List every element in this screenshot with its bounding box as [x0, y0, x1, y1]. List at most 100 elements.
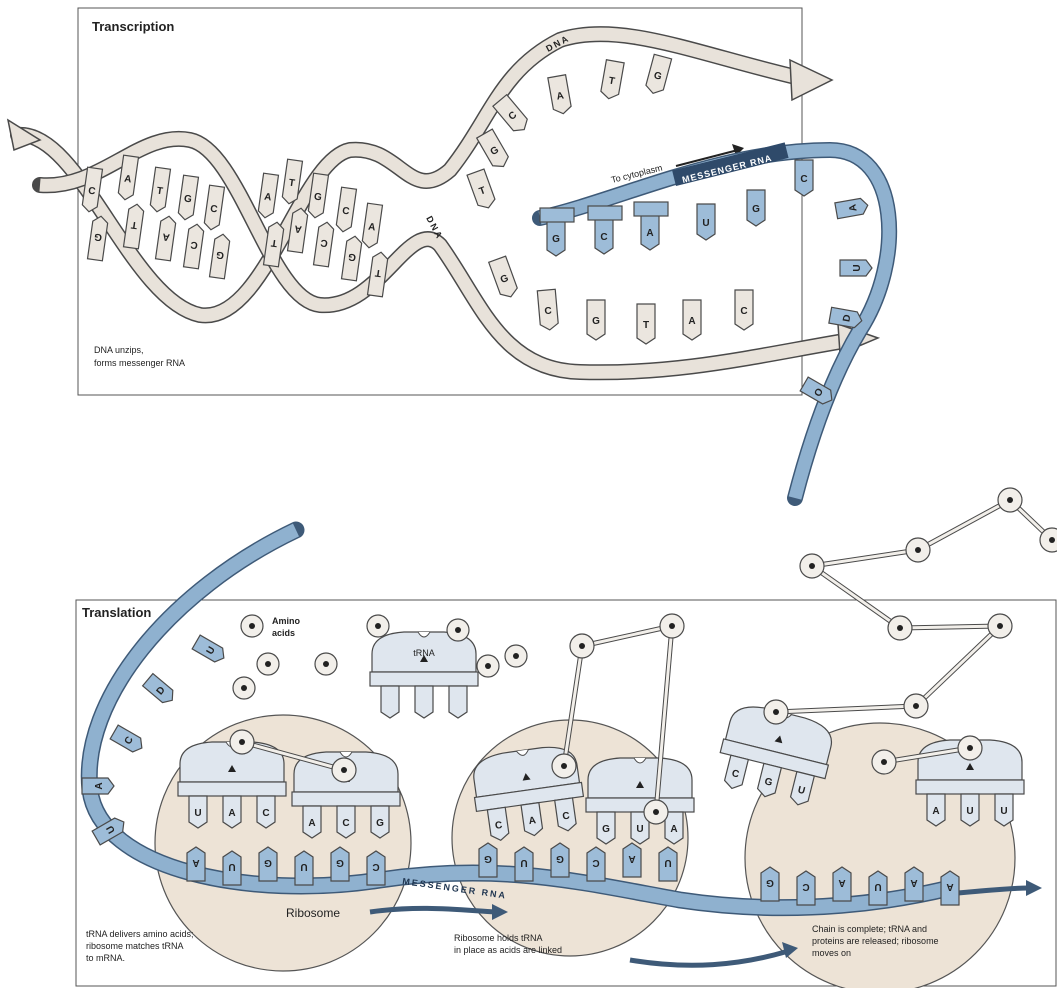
helix-base-bottom-letter: A [294, 223, 303, 235]
mrna-base: C [795, 160, 813, 196]
codon-r1: U [295, 851, 313, 885]
amino-acids-label-2: acids [272, 628, 295, 638]
trna-r2-second-anticodon-letter: U [636, 824, 643, 835]
mrna-curl-base: U [840, 260, 872, 276]
codon-r2-letter: G [556, 853, 564, 864]
codon-r3: A [941, 871, 959, 905]
codon-r3: A [833, 867, 851, 901]
dna-template-base-letter: A [688, 316, 695, 327]
helix-base-top-letter: C [209, 204, 218, 216]
translation-caption1-line1: tRNA delivers amino acids; [86, 929, 194, 939]
codon-r2-letter: U [520, 857, 527, 868]
trna-r1-second-anticodon-letter: C [342, 818, 349, 829]
dna-template-base-letter: C [544, 306, 552, 318]
trna-r2-second-anticodon-letter: A [670, 824, 677, 835]
codon-r1-letter: U [300, 861, 307, 872]
trna-r1-second-anticodon: A [303, 806, 321, 838]
codon-r1-letter: C [372, 861, 379, 872]
amino-chain-r3 [958, 736, 982, 760]
translation-caption3-line1: Chain is complete; tRNA and [812, 924, 927, 934]
trna-r2-first-anticodon-letter: C [494, 820, 503, 832]
trna-r2-second-anticodon: A [665, 812, 683, 844]
trna-r1-second-anticodon-letter: A [308, 818, 315, 829]
codon-r1: G [259, 847, 277, 881]
ribosome-label: Ribosome [286, 906, 340, 920]
translation-caption1-line3: to mRNA. [86, 953, 125, 963]
helix-base-top-letter: C [87, 186, 96, 198]
trna-free [370, 632, 478, 718]
trna-r3-current-anticodon-letter: U [966, 806, 973, 817]
helix-base-top-letter: C [341, 206, 350, 218]
mrna-base-letter: A [646, 228, 653, 239]
codon-r3-letter: G [766, 877, 774, 888]
dna-template-base: A [683, 300, 701, 340]
codon-r1: A [187, 847, 205, 881]
trna-r1-second-anticodon: C [337, 806, 355, 838]
codon-r2: U [515, 847, 533, 881]
codon-r3: A [905, 867, 923, 901]
mrna-base-cap [540, 208, 574, 222]
codon-r3-letter: A [838, 877, 845, 888]
translation-caption3-line3: moves on [812, 948, 851, 958]
codon-r2: A [623, 843, 641, 877]
helix-base-bottom-letter: A [162, 231, 171, 243]
trna-r1-first-anticodon: A [223, 796, 241, 828]
free-amino-acid [505, 645, 527, 667]
translation-caption2-line1: Ribosome holds tRNA [454, 933, 543, 943]
mrna-curl-base-letter: U [852, 264, 863, 271]
dna-template-base-letter: C [740, 306, 747, 317]
translation-caption3-line2: proteins are released; ribosome [812, 936, 939, 946]
mrna-curl-base: A [835, 197, 869, 218]
dna-upper-arrowhead [790, 60, 832, 100]
transcription-title: Transcription [92, 19, 174, 34]
amino-chain-r3 [872, 750, 896, 774]
codon-r1-letter: G [336, 857, 344, 868]
codon-r1-letter: G [264, 857, 272, 868]
mrna-base-letter: C [600, 232, 607, 243]
mrna-base: A [641, 214, 659, 250]
transcription-caption-line2: forms messenger RNA [94, 358, 185, 368]
amino-chain-released [800, 554, 824, 578]
mrna-base-cap [588, 206, 622, 220]
codon-r1-letter: U [228, 861, 235, 872]
trna-r2-first-anticodon-letter: A [528, 815, 537, 827]
trna-r1-first-anticodon: C [257, 796, 275, 828]
codon-r3: G [761, 867, 779, 901]
trna-r1-first-anticodon-letter: U [194, 808, 201, 819]
trna-r3-current-anticodon: U [995, 794, 1013, 826]
mrna-base-letter: U [702, 218, 709, 229]
helix-base-bottom-letter: C [190, 239, 199, 251]
codon-r2: C [587, 847, 605, 881]
amino-chain-released [906, 538, 930, 562]
mrna-incoming-base: A [82, 778, 114, 794]
dna-template-base: C [735, 290, 753, 330]
mrna-base-letter: C [800, 174, 807, 185]
trna-r3-current-anticodon-letter: U [1000, 806, 1007, 817]
codon-r3: C [797, 871, 815, 905]
trna-r2-second-anticodon-letter: G [602, 824, 610, 835]
trna-free-anticodon [381, 686, 399, 718]
mrna-base: G [747, 190, 765, 226]
amino-chain-r1 [332, 758, 356, 782]
trna-r1-first-anticodon-letter: A [228, 808, 235, 819]
free-amino-acid [233, 677, 255, 699]
codon-r1-letter: A [192, 857, 199, 868]
dna-template-base: T [637, 304, 655, 344]
trna-r2-second-anticodon: G [597, 812, 615, 844]
codon-r3-letter: C [802, 881, 809, 892]
trna-free-anticodon [415, 686, 433, 718]
dna-template-base: C [537, 289, 558, 330]
mrna-base-cap [634, 202, 668, 216]
free-amino-acid [241, 615, 263, 637]
amino-chain-r2 [552, 754, 576, 778]
mrna-base: G [547, 220, 565, 256]
amino-chain-r2 [644, 800, 668, 824]
trna-r1-second-anticodon: G [371, 806, 389, 838]
dna-template-base-letter: G [592, 316, 600, 327]
trna-r3-current-anticodon-letter: A [932, 806, 939, 817]
trna-r1-first-anticodon-letter: C [262, 808, 269, 819]
free-amino-acid [447, 619, 469, 641]
free-amino-acid [477, 655, 499, 677]
free-amino-acid [315, 653, 337, 675]
